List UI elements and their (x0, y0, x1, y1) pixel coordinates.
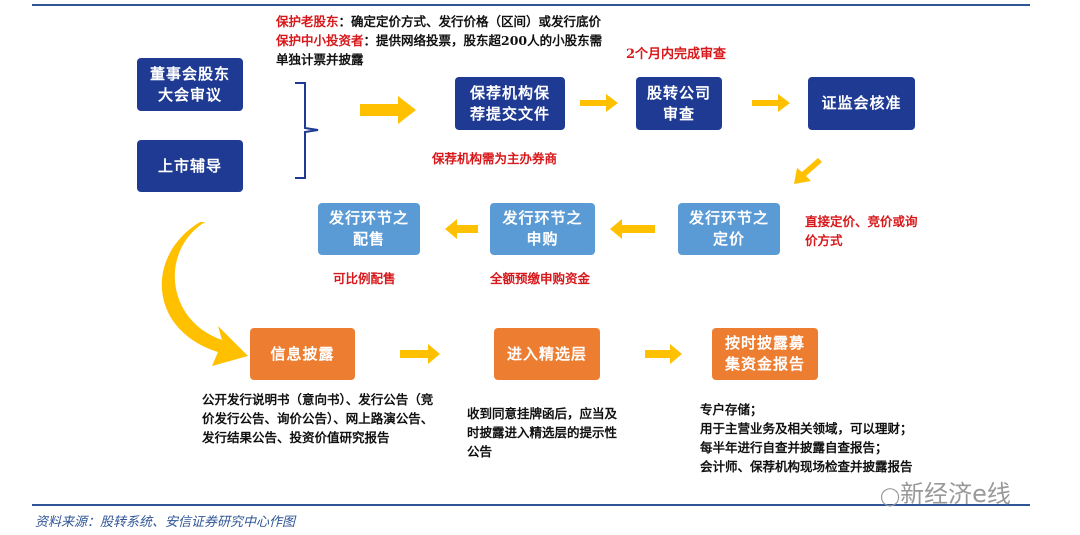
arrow-right-icon (645, 344, 682, 364)
board-meeting-label: 董事会股东大会审议 (150, 64, 231, 104)
pricing-note: 直接定价、竞价或询价方式 (805, 214, 918, 248)
neeq-review-label: 股转公司审查 (646, 83, 711, 123)
board-meeting-box: 董事会股东大会审议 (137, 58, 243, 111)
arrow-left-icon (445, 219, 478, 239)
disclosure-note: 公开发行说明书（意向书）、发行公告（竞价发行公告、询价公告）、网上路演公告、发行… (202, 392, 434, 445)
source-note: 资料来源：股转系统、安信证券研究中心作图 (35, 515, 296, 530)
subscription-box: 发行环节之申购 (490, 203, 595, 255)
funds-note-line: 专户存储； (700, 402, 763, 417)
subscription-label: 发行环节之申购 (502, 209, 583, 248)
arrow-diagonal-icon (794, 158, 822, 184)
review-note: 2个月内完成审查 (626, 47, 727, 62)
arrow-right-icon (580, 94, 618, 112)
funds-note-line: 每半年进行自查并披露自查报告； (700, 440, 888, 455)
sponsor-submit-label: 保荐机构保荐提交文件 (469, 83, 550, 123)
arrow-right-icon (360, 96, 416, 124)
wechat-icon: ◯ (880, 486, 901, 507)
funds-report-label: 按时披露募集资金报告 (724, 334, 805, 373)
arrow-right-icon (400, 344, 440, 364)
old-shareholder-text: ：确定定价方式、发行价格（区间）或发行底价 (338, 14, 602, 29)
top-notes: 保护老股东：确定定价方式、发行价格（区间）或发行底价 保护中小投资者：提供网络投… (276, 12, 611, 69)
funds-note-line: 用于主营业务及相关领域，可以理财； (700, 421, 913, 436)
arrow-left-icon (610, 219, 655, 239)
funds-report-box: 按时披露募集资金报告 (712, 328, 818, 380)
allotment-note: 可比例配售 (333, 271, 396, 286)
arrow-right-icon (752, 94, 790, 112)
select-note: 收到同意挂牌函后，应当及时披露进入精选层的提示性公告 (467, 406, 618, 459)
old-shareholder-label: 保护老股东 (276, 14, 339, 29)
select-tier-box: 进入精选层 (494, 328, 600, 380)
watermark-text: 新经济e线 (900, 480, 1011, 508)
bracket-icon (295, 82, 319, 179)
curved-arrow-icon (161, 222, 248, 366)
subscription-note: 全额预缴申购资金 (490, 271, 591, 286)
neeq-review-box: 股转公司审查 (636, 77, 722, 130)
allotment-box: 发行环节之配售 (318, 203, 420, 255)
funds-note-line: 会计师、保荐机构现场检查并披露报告 (700, 459, 913, 474)
pricing-box: 发行环节之定价 (678, 203, 780, 255)
sponsor-note: 保荐机构需为主办券商 (432, 151, 558, 166)
bottom-rule (32, 504, 1030, 506)
disclosure-box: 信息披露 (250, 328, 355, 380)
top-rule (32, 4, 1030, 6)
allotment-label: 发行环节之配售 (328, 209, 409, 248)
pricing-label: 发行环节之定价 (688, 209, 769, 248)
watermark: ◯新经济e线 (880, 474, 1011, 509)
funds-note: 专户存储； 用于主营业务及相关领域，可以理财； 每半年进行自查并披露自查报告； … (700, 400, 990, 476)
tutoring-box: 上市辅导 (137, 140, 243, 192)
small-investor-text: ：提供网络投票，股东超200人的小股东需单独计票并披露 (276, 33, 603, 67)
small-investor-label: 保护中小投资者 (276, 33, 364, 48)
csrc-approval-box: 证监会核准 (808, 77, 915, 130)
sponsor-submit-box: 保荐机构保荐提交文件 (455, 77, 565, 130)
